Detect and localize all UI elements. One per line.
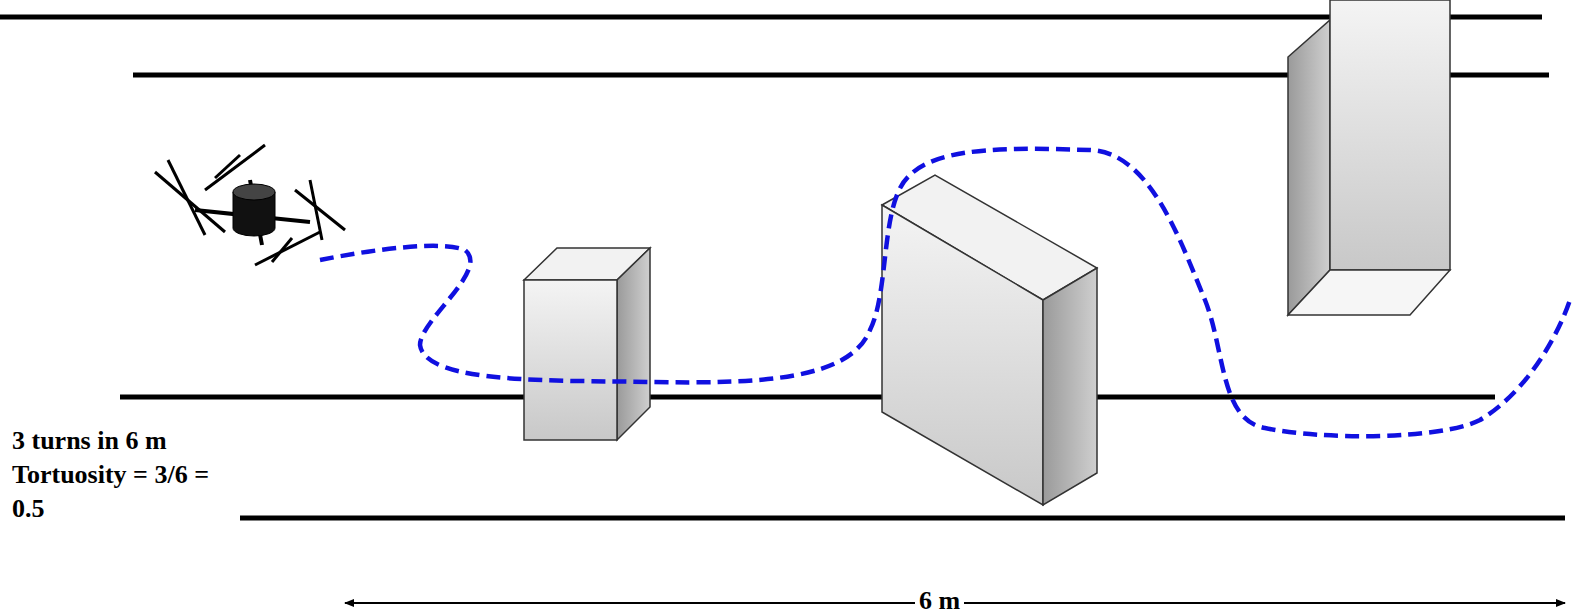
obstacle-box (524, 248, 650, 440)
obstacle-wall (882, 175, 1097, 505)
obstacle-pillar (1288, 0, 1450, 315)
dimension-label: 6 m (915, 584, 964, 615)
drone (155, 145, 345, 265)
note-text: 3 turns in 6 m (12, 424, 167, 458)
note-text: Tortuosity = 3/6 = 0.5 (12, 458, 217, 526)
flight-path (320, 149, 1570, 436)
